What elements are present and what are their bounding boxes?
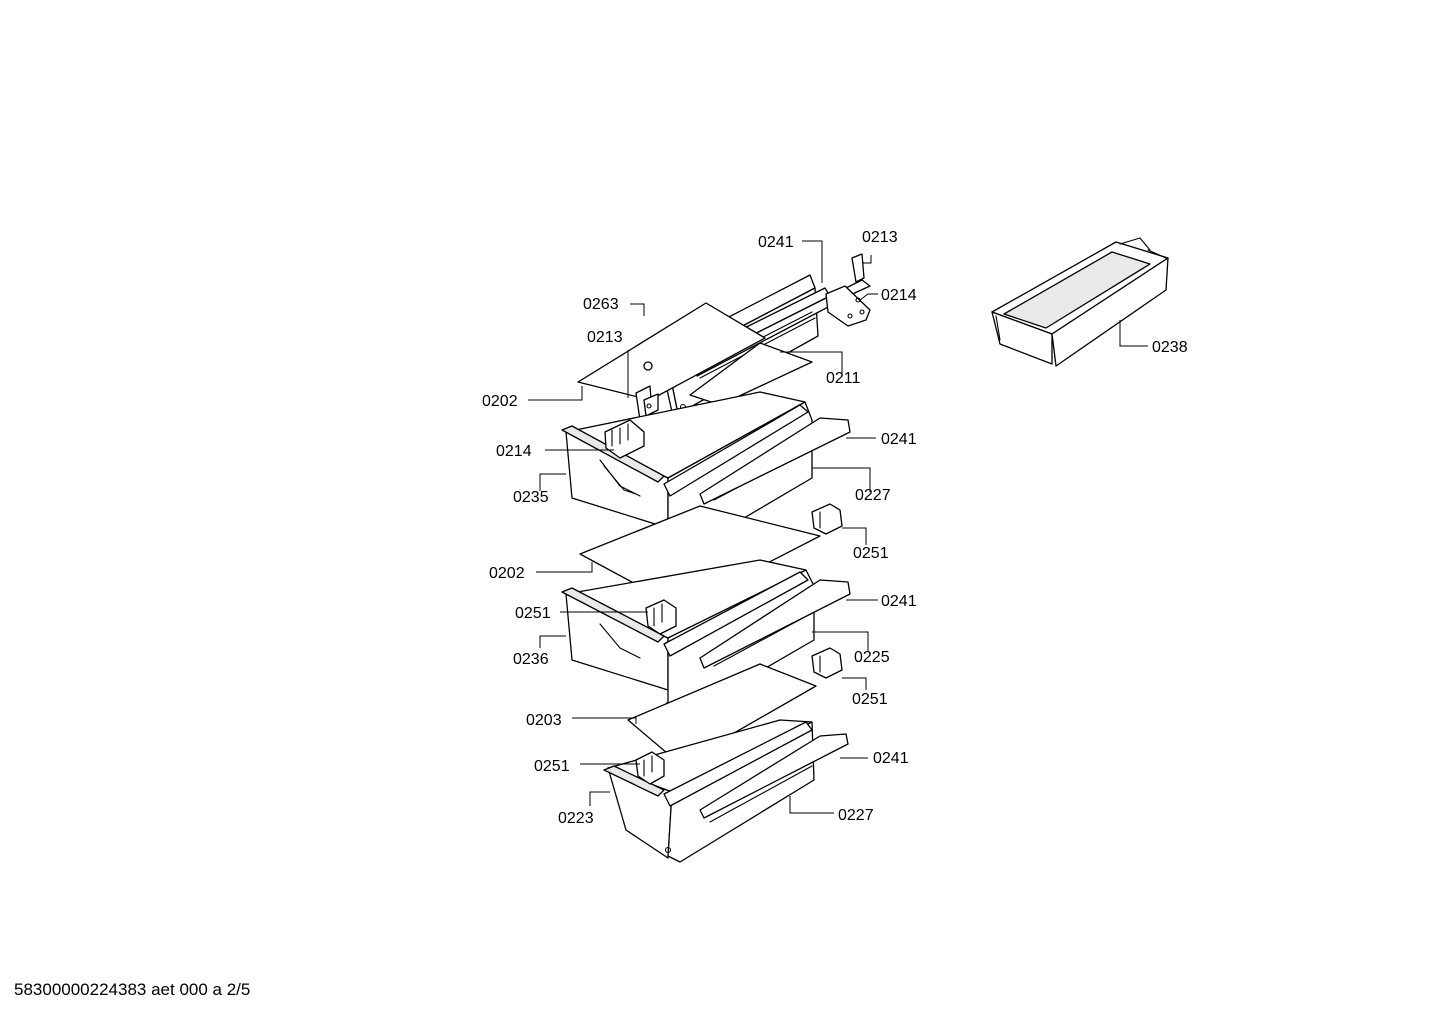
clip-0251-mid-right bbox=[811, 647, 843, 679]
clip-0251-mid-left bbox=[645, 599, 677, 635]
document-code: 58300000224383 aet 000 a 2/5 bbox=[14, 980, 251, 999]
callout-0238: 0238 bbox=[1152, 339, 1188, 356]
callout-0241-top: 0241 bbox=[758, 234, 794, 251]
leader-lines bbox=[528, 240, 1148, 814]
screw-and-bracket-mid bbox=[635, 361, 659, 421]
clip-0251-upper-right bbox=[811, 503, 843, 535]
callout-0227-a: 0227 bbox=[855, 487, 891, 504]
door-bin-0238 bbox=[991, 237, 1169, 367]
callout-0251-c: 0251 bbox=[852, 691, 888, 708]
callout-0202-a: 0202 bbox=[482, 393, 518, 410]
callout-0213-mid: 0213 bbox=[587, 329, 623, 346]
clip-0214-left bbox=[604, 419, 645, 459]
top-right-brackets bbox=[825, 253, 871, 327]
callout-0211: 0211 bbox=[826, 370, 861, 387]
callout-0263: 0263 bbox=[583, 296, 619, 313]
callout-0203: 0203 bbox=[526, 712, 562, 729]
callout-0202-b: 0202 bbox=[489, 565, 525, 582]
callout-labels: 0241 0213 0263 0214 0213 0211 0202 0214 … bbox=[482, 229, 1188, 827]
callout-0236: 0236 bbox=[513, 651, 549, 668]
callout-0214-left: 0214 bbox=[496, 443, 532, 460]
callout-0241-c: 0241 bbox=[881, 593, 917, 610]
callout-0225: 0225 bbox=[854, 649, 890, 666]
callout-0251-b: 0251 bbox=[515, 605, 551, 622]
callout-0213-top: 0213 bbox=[862, 229, 898, 246]
callout-0223: 0223 bbox=[558, 810, 594, 827]
callout-0251-d: 0251 bbox=[534, 758, 570, 775]
callout-0235: 0235 bbox=[513, 489, 549, 506]
drawer-0223 bbox=[603, 719, 849, 863]
callout-0251-a: 0251 bbox=[853, 545, 889, 562]
callout-0241-b: 0241 bbox=[881, 431, 917, 448]
callout-0214-top: 0214 bbox=[881, 287, 917, 304]
callout-0227-b: 0227 bbox=[838, 807, 874, 824]
callout-0241-d: 0241 bbox=[873, 750, 909, 767]
drawer-0236 bbox=[561, 559, 851, 721]
clip-0251-lower-left bbox=[635, 751, 665, 785]
glass-shelf-bottom bbox=[627, 663, 817, 765]
